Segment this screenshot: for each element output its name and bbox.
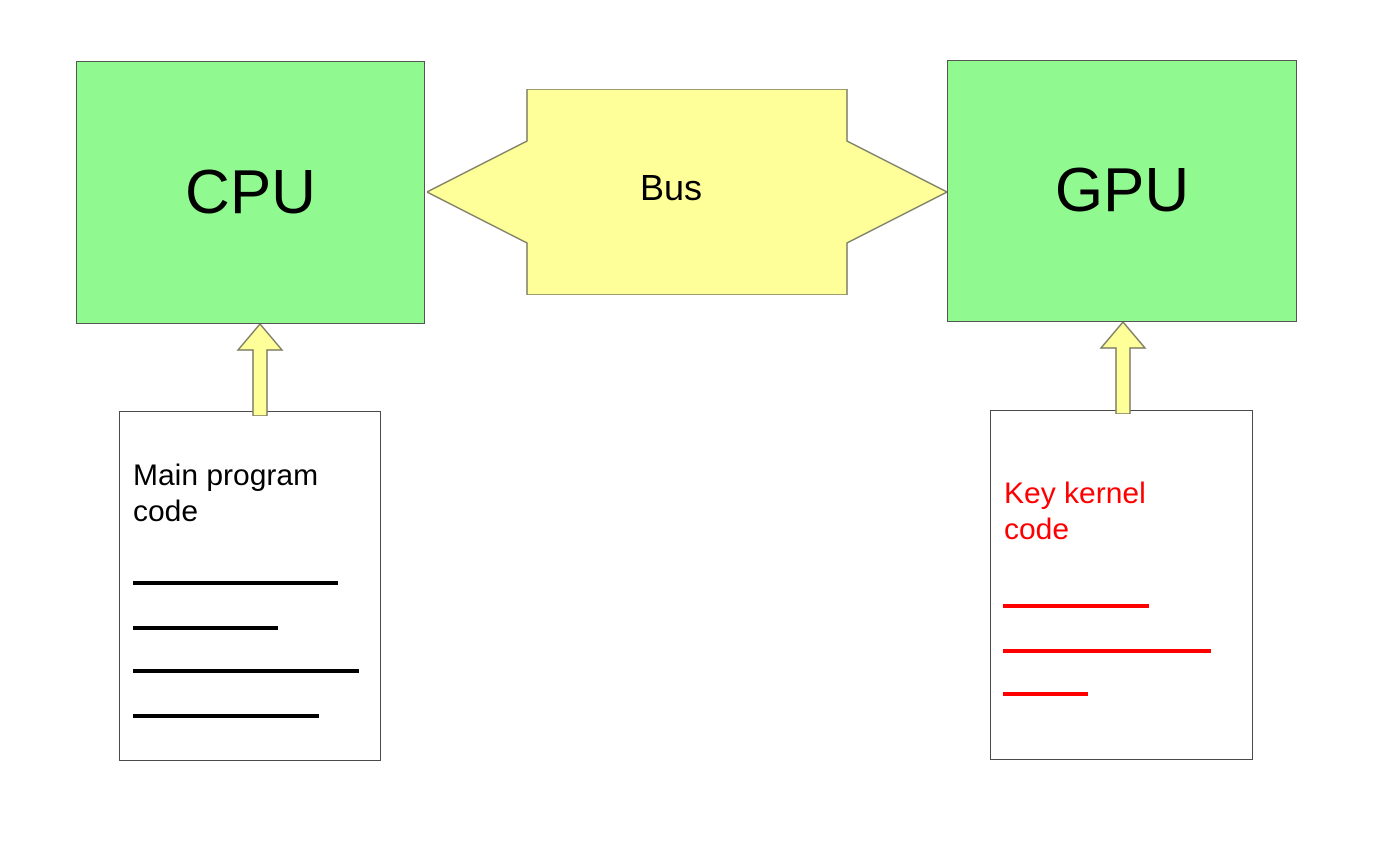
main-code-line-1	[133, 581, 338, 585]
cpu-box: CPU	[76, 61, 425, 324]
kernel-code-line-2	[1003, 649, 1211, 653]
bus-label: Bus	[640, 167, 703, 208]
gpu-box: GPU	[947, 60, 1297, 322]
main-code-box: Main program code	[119, 411, 381, 761]
main-code-line-2	[133, 626, 278, 630]
kernel-code-line-1	[1003, 604, 1149, 608]
main-code-line-4	[133, 714, 319, 718]
cpu-label: CPU	[185, 157, 316, 227]
kernel-code-line-3	[1003, 692, 1088, 696]
cpu-feed-arrow-icon	[236, 324, 284, 416]
gpu-feed-arrow-icon	[1099, 322, 1147, 414]
bus-double-arrow-icon	[427, 89, 947, 295]
kernel-code-title: Key kernel code	[1004, 477, 1146, 546]
kernel-code-box: Key kernel code	[990, 410, 1253, 760]
main-code-line-3	[133, 669, 359, 673]
main-code-title: Main program code	[133, 459, 319, 528]
gpu-label: GPU	[1054, 156, 1190, 225]
